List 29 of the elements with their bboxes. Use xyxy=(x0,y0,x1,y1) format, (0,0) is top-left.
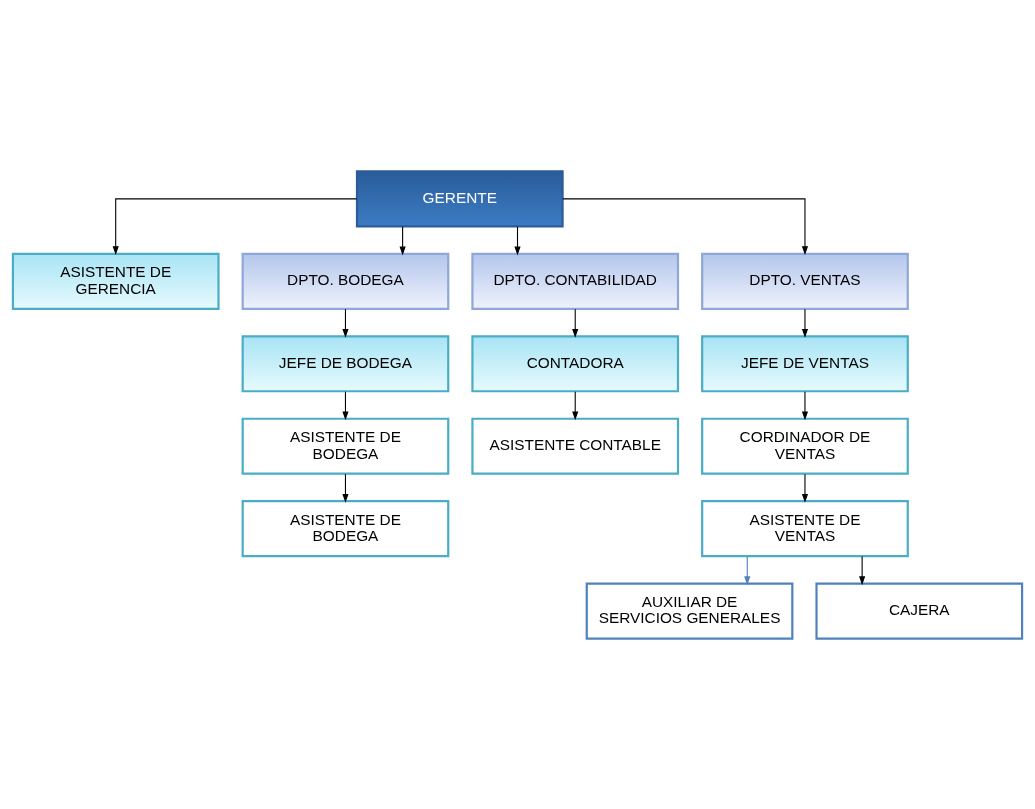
node-box: CORDINADOR DE VENTAS xyxy=(701,417,909,475)
arrow xyxy=(859,555,866,585)
arrow xyxy=(514,225,521,255)
arrow xyxy=(801,308,809,338)
node-box: AUXILIAR DE SERVICIOS GENERALES xyxy=(585,582,794,640)
node-box: ASISTENTE CONTABLE xyxy=(471,417,680,475)
node-box: GERENTE xyxy=(355,169,564,227)
node-box: DPTO. BODEGA xyxy=(241,252,450,310)
node-box: DPTO. VENTAS xyxy=(701,252,909,310)
arrow xyxy=(399,225,406,255)
arrow xyxy=(572,390,579,420)
arrow xyxy=(342,390,349,420)
node-box: ASISTENTE DE VENTAS xyxy=(701,499,909,557)
node-box: ASISTENTE DE GERENCIA xyxy=(11,252,220,310)
node-box: JEFE DE BODEGA xyxy=(241,334,450,392)
node-box: CAJERA xyxy=(815,582,1024,640)
arrow xyxy=(342,308,349,338)
arrow xyxy=(572,308,579,338)
arrow xyxy=(801,390,809,420)
node-box: ASISTENTE DE BODEGA xyxy=(241,417,450,475)
arrow xyxy=(744,555,751,585)
node-box: CONTADORA xyxy=(471,334,680,392)
node-box: JEFE DE VENTAS xyxy=(701,334,909,392)
node-box: DPTO. CONTABILIDAD xyxy=(471,252,680,310)
node-box: ASISTENTE DE BODEGA xyxy=(241,499,450,557)
arrow xyxy=(342,473,349,503)
arrow xyxy=(562,197,809,255)
arrow xyxy=(801,473,809,503)
arrow xyxy=(112,197,358,255)
